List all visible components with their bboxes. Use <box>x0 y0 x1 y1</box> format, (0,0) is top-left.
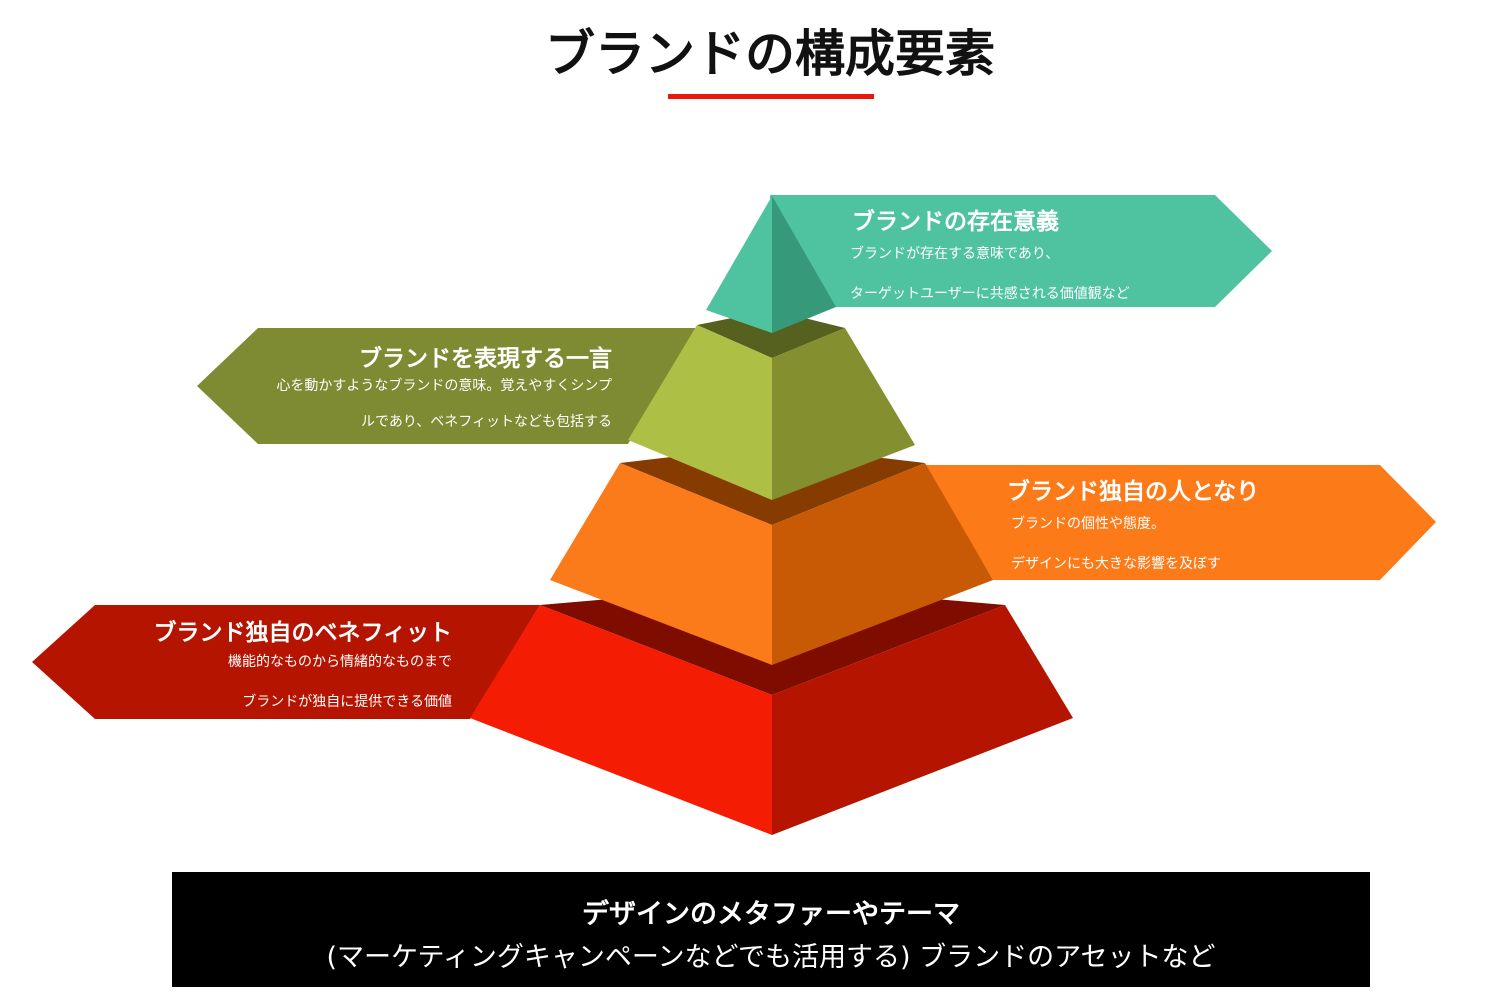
orange-tier-right <box>772 463 993 665</box>
olive-arrow-banner <box>197 328 700 444</box>
teal-tier-right <box>772 196 836 333</box>
olive-tier-right <box>772 328 915 500</box>
tier2-line1: 心を動かすようなブランドの意味。覚えやすくシンプ <box>276 378 612 394</box>
tier2-heading: ブランドを表現する一言 <box>359 346 612 372</box>
orange-arrow-banner <box>925 465 1436 580</box>
tier1-line1: ブランドが存在する意味であり、 <box>850 246 1060 262</box>
page-title: ブランドの構成要素 <box>545 25 995 83</box>
tier4-line2: ブランドが独自に提供できる価値 <box>242 694 452 710</box>
teal-arrow-banner <box>770 195 1272 307</box>
tier3-line2: デザインにも大きな影響を及ぼす <box>1011 556 1221 572</box>
orange-tier-left <box>550 463 772 665</box>
olive-tier-top <box>697 310 845 358</box>
footer-line1: デザインのメタファーやテーマ <box>582 899 960 930</box>
tier4-heading: ブランド独自のベネフィット <box>153 620 452 646</box>
tier3-line1: ブランドの個性や態度。 <box>1011 516 1165 532</box>
teal-tier-left <box>706 196 772 333</box>
olive-tier-left <box>628 325 772 500</box>
tier2-line2: ルであり、ベネフィットなども包括する <box>360 414 612 430</box>
footer-banner: デザインのメタファーやテーマ (マーケティングキャンペーンなどでも活用する) ブ… <box>172 872 1370 987</box>
red-tier-left <box>470 605 772 835</box>
tier1-heading: ブランドの存在意義 <box>852 209 1059 235</box>
red-tier-right <box>772 605 1073 835</box>
footer-line2: (マーケティングキャンペーンなどでも活用する) ブランドのアセットなど <box>326 942 1216 973</box>
tier3-heading: ブランド独自の人となり <box>1007 479 1260 505</box>
tier4-line1: 機能的なものから情緒的なものまで <box>228 654 452 670</box>
tier1-line2: ターゲットユーザーに共感される価値観など <box>850 286 1130 302</box>
red-arrow-banner <box>32 605 540 719</box>
title-underline <box>668 94 874 99</box>
